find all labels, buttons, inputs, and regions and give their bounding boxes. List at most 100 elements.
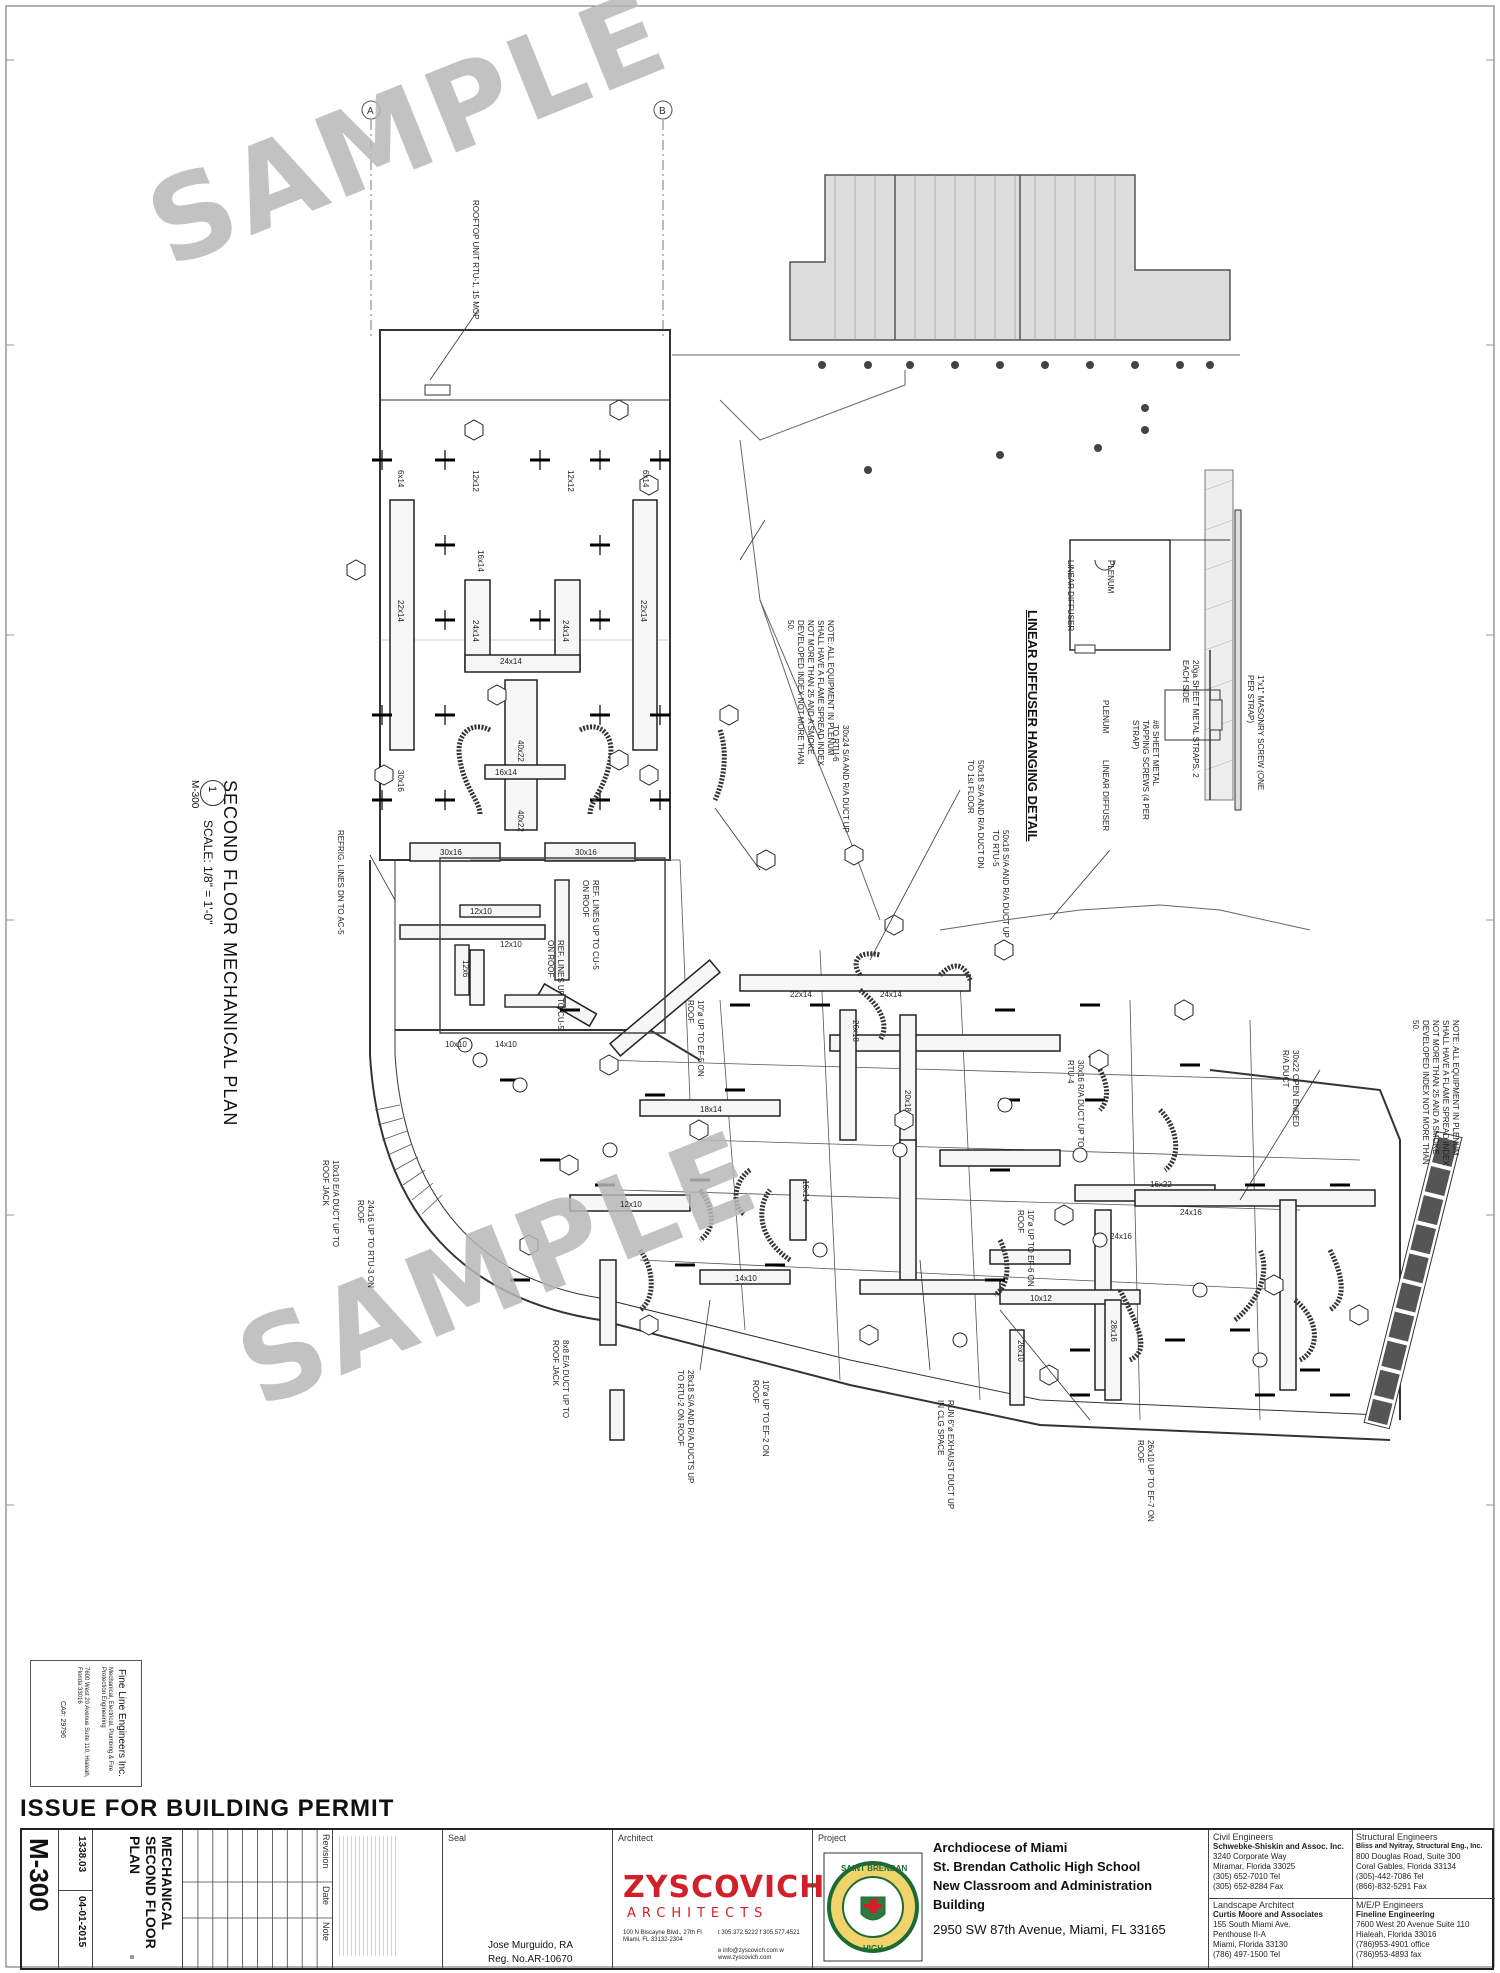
revision-note-header: Note [321, 1922, 331, 1942]
job-number: 1338.03 [76, 1836, 87, 1873]
sheet-title: MECHANICAL SECOND FLOOR PLAN [127, 1836, 175, 1949]
duct-size-label: 16x14 [495, 768, 517, 777]
architect-address: 100 N Biscayne Blvd., 27th Fl Miami, FL … [623, 1930, 702, 1943]
project-label: Project [818, 1833, 847, 1843]
note-ac5-lines: REFRIG. LINES DN TO AC-5 [336, 830, 345, 935]
detail-masonry-screw: 1"x1" MASONRY SCREW (ONE PER STRAP) [1246, 675, 1265, 791]
column-dots [818, 361, 1214, 474]
duct-size-label: 22x14 [639, 600, 648, 622]
seal-cell: Seal Jose Murguido, RA Reg. No.AR-10670 [442, 1830, 612, 1968]
school-logo-top: SAINT BRENDAN [841, 1864, 908, 1873]
detail-diffuser-label: LINEAR DIFFUSER [1066, 560, 1075, 632]
note-ref-lines-2: REF. LINES UP TO CU-5 ON ROOF [546, 940, 565, 1030]
note-run-exhaust: RUN 6"ø EXHAUST DUCT UP IN CLG SPACE [936, 1400, 955, 1510]
note-rtu5: 50x18 S/A AND R/A DUCT UP TO RTU-5 [991, 830, 1010, 938]
duct-size-label: 30x16 [396, 770, 405, 792]
duct-size-label: 12x12 [471, 470, 480, 492]
duct-size-label: 12x10 [620, 1200, 642, 1209]
engineer-stamp: Fine Line Engineers Inc. Mechanical, Ele… [30, 1660, 142, 1787]
duct-size-label: 12x6 [461, 960, 470, 978]
plan-number: 1 [206, 786, 218, 793]
duct-size-label: 18x14 [700, 1105, 722, 1114]
note-ef-bottom: 8x8 E/A DUCT UP TO ROOF JACK [551, 1340, 570, 1419]
duct-size-label: 12x10 [500, 940, 522, 949]
plan-title: SECOND FLOOR MECHANICAL PLAN [220, 780, 240, 1127]
note-ef3: 10x10 E/A DUCT UP TO ROOF JACK [321, 1160, 340, 1248]
duct-size-label: 24x16 [1110, 1232, 1132, 1241]
engineer-stamp-services: Mechanical, Electrical, Plumbing & Fire … [100, 1667, 113, 1772]
duct-size-label: 26x10 [1016, 1340, 1025, 1362]
duct-size-label: 24x14 [561, 620, 570, 642]
detail-diffuser-label-2: LINEAR DIFFUSER [1101, 760, 1110, 832]
note-rtu2: 28x18 S/A AND R/A DUCTS UP TO RTU-2 ON R… [676, 1370, 695, 1484]
duct-size-label: 16x14 [476, 550, 485, 572]
duct-trunks [389, 499, 658, 862]
duct-size-label: 12x12 [566, 470, 575, 492]
duct-size-label: 14x10 [735, 1274, 757, 1283]
note-rtu3: 24x16 UP TO RTU-3 ON ROOF [356, 1200, 375, 1288]
duct-size-label: 10x10 [445, 1040, 467, 1049]
plan-title-block: SECOND FLOOR MECHANICAL PLAN [219, 780, 240, 1126]
detail-plenum-label-2: PLENUM [1101, 700, 1110, 734]
note-open-ended: 30x22 OPEN ENDED R/A DUCT [1281, 1050, 1300, 1127]
copyright-cell [332, 1830, 442, 1968]
school-logo [823, 1852, 923, 1962]
duct-size-label: 6x14 [396, 470, 405, 488]
duct-size-label: 12x10 [470, 907, 492, 916]
plan-sheet-ref: M-300 [189, 780, 200, 809]
plan-number-circle [200, 780, 226, 806]
project-line-4: Building [933, 1897, 985, 1912]
note-ef6: 10"ø UP TO EF-6 ON ROOF [1016, 1210, 1035, 1287]
grid-lines [370, 120, 664, 340]
duct-size-label: 40x22 [516, 810, 525, 832]
plan-scale: SCALE: 1/8" = 1'-0" [201, 820, 215, 925]
note-ref-lines-1: REF. LINES UP TO CU-5 ON ROOF [581, 880, 600, 970]
seal-name: Jose Murguido, RA [488, 1940, 574, 1951]
grid-a-label: A [367, 106, 374, 117]
project-address: 2950 SW 87th Avenue, Miami, FL 33165 [933, 1922, 1166, 1937]
architect-logo: ZYSCOVICH [623, 1870, 826, 1905]
project-line-2: St. Brendan Catholic High School [933, 1859, 1141, 1874]
duct-size-label: 14x10 [495, 1040, 517, 1049]
note-rtu4: 30x16 R/A DUCT UP TO RTU-4 [1066, 1060, 1085, 1148]
architect-web: e info@zyscovich.com w www.zyscovich.com [718, 1948, 784, 1961]
duct-size-label: 24x16 [1180, 1208, 1202, 1217]
detail-straps: 20ga SHEET METAL STRAPS, 2 EACH SIDE [1181, 660, 1200, 778]
duct-size-label: 24x14 [471, 620, 480, 642]
sheet-number-cell: M-300 [22, 1830, 58, 1968]
duct-size-label: 30x16 [575, 848, 597, 857]
revision-header: Revision [321, 1834, 331, 1869]
duct-size-label: 22x14 [790, 990, 812, 999]
architect-logo-sub: ARCHITECTS [627, 1906, 769, 1921]
detail-title: LINEAR DIFFUSER HANGING DETAIL [1025, 610, 1040, 842]
window-strip [1363, 1130, 1463, 1430]
project-line-1: Archdiocese of Miami [933, 1840, 1068, 1855]
lower-building [369, 860, 1401, 1441]
duct-size-label: 28x16 [1109, 1320, 1118, 1342]
architect-cell: Architect ZYSCOVICH ARCHITECTS 100 N Bis… [612, 1830, 824, 1968]
note-ef5: 10"ø UP TO EF-5 ON ROOF [686, 1000, 705, 1077]
revision-date-header: Date [321, 1886, 331, 1906]
note-ef2: 10"ø UP TO EF-2 ON ROOF [751, 1380, 770, 1457]
issue-label: ISSUE FOR BUILDING PERMIT [20, 1795, 395, 1822]
duct-size-label: 30x16 [440, 848, 462, 857]
existing-building [789, 174, 1231, 341]
grid-b-label: B [659, 106, 666, 117]
consultant-landscape: Landscape Architect Curtis Moore and Ass… [1213, 1900, 1323, 1959]
detail-tapping-screws: #8 SHEET METAL TAPPING SCREWS (4 PER STR… [1131, 720, 1160, 820]
project-line-3: New Classroom and Administration [933, 1878, 1153, 1893]
consultant-civil: Civil Engineers Schwebke-Shiskin and Ass… [1213, 1832, 1344, 1891]
project-cell: Project SAINT BRENDAN HIGH Archdiocese o… [812, 1830, 1208, 1968]
architect-phone: t 305.372.5222 f 305.577.4521 [718, 1930, 800, 1936]
revision-grid: Revision Date Note [182, 1830, 332, 1968]
duct-size-label: 24x14 [880, 990, 902, 999]
note-plenum-spec-1: NOTE: ALL EQUIPMENT IN PLENUM SHALL HAVE… [786, 620, 835, 766]
sheet-number: M-300 [24, 1838, 54, 1912]
detail-plenum-label: PLENUM [1106, 560, 1115, 594]
job-date-cell: 1338.03 04-01-2015 [58, 1830, 93, 1968]
architect-label: Architect [618, 1833, 654, 1843]
engineer-stamp-address: 7600 West 20 Avenue Suite 110, Hialeah, … [76, 1667, 89, 1778]
consultant-structural: Structural Engineers Bliss and Nyitray, … [1356, 1832, 1483, 1891]
linear-diffuser-detail [1069, 509, 1242, 811]
duct-size-label: 16x14 [801, 1180, 810, 1202]
